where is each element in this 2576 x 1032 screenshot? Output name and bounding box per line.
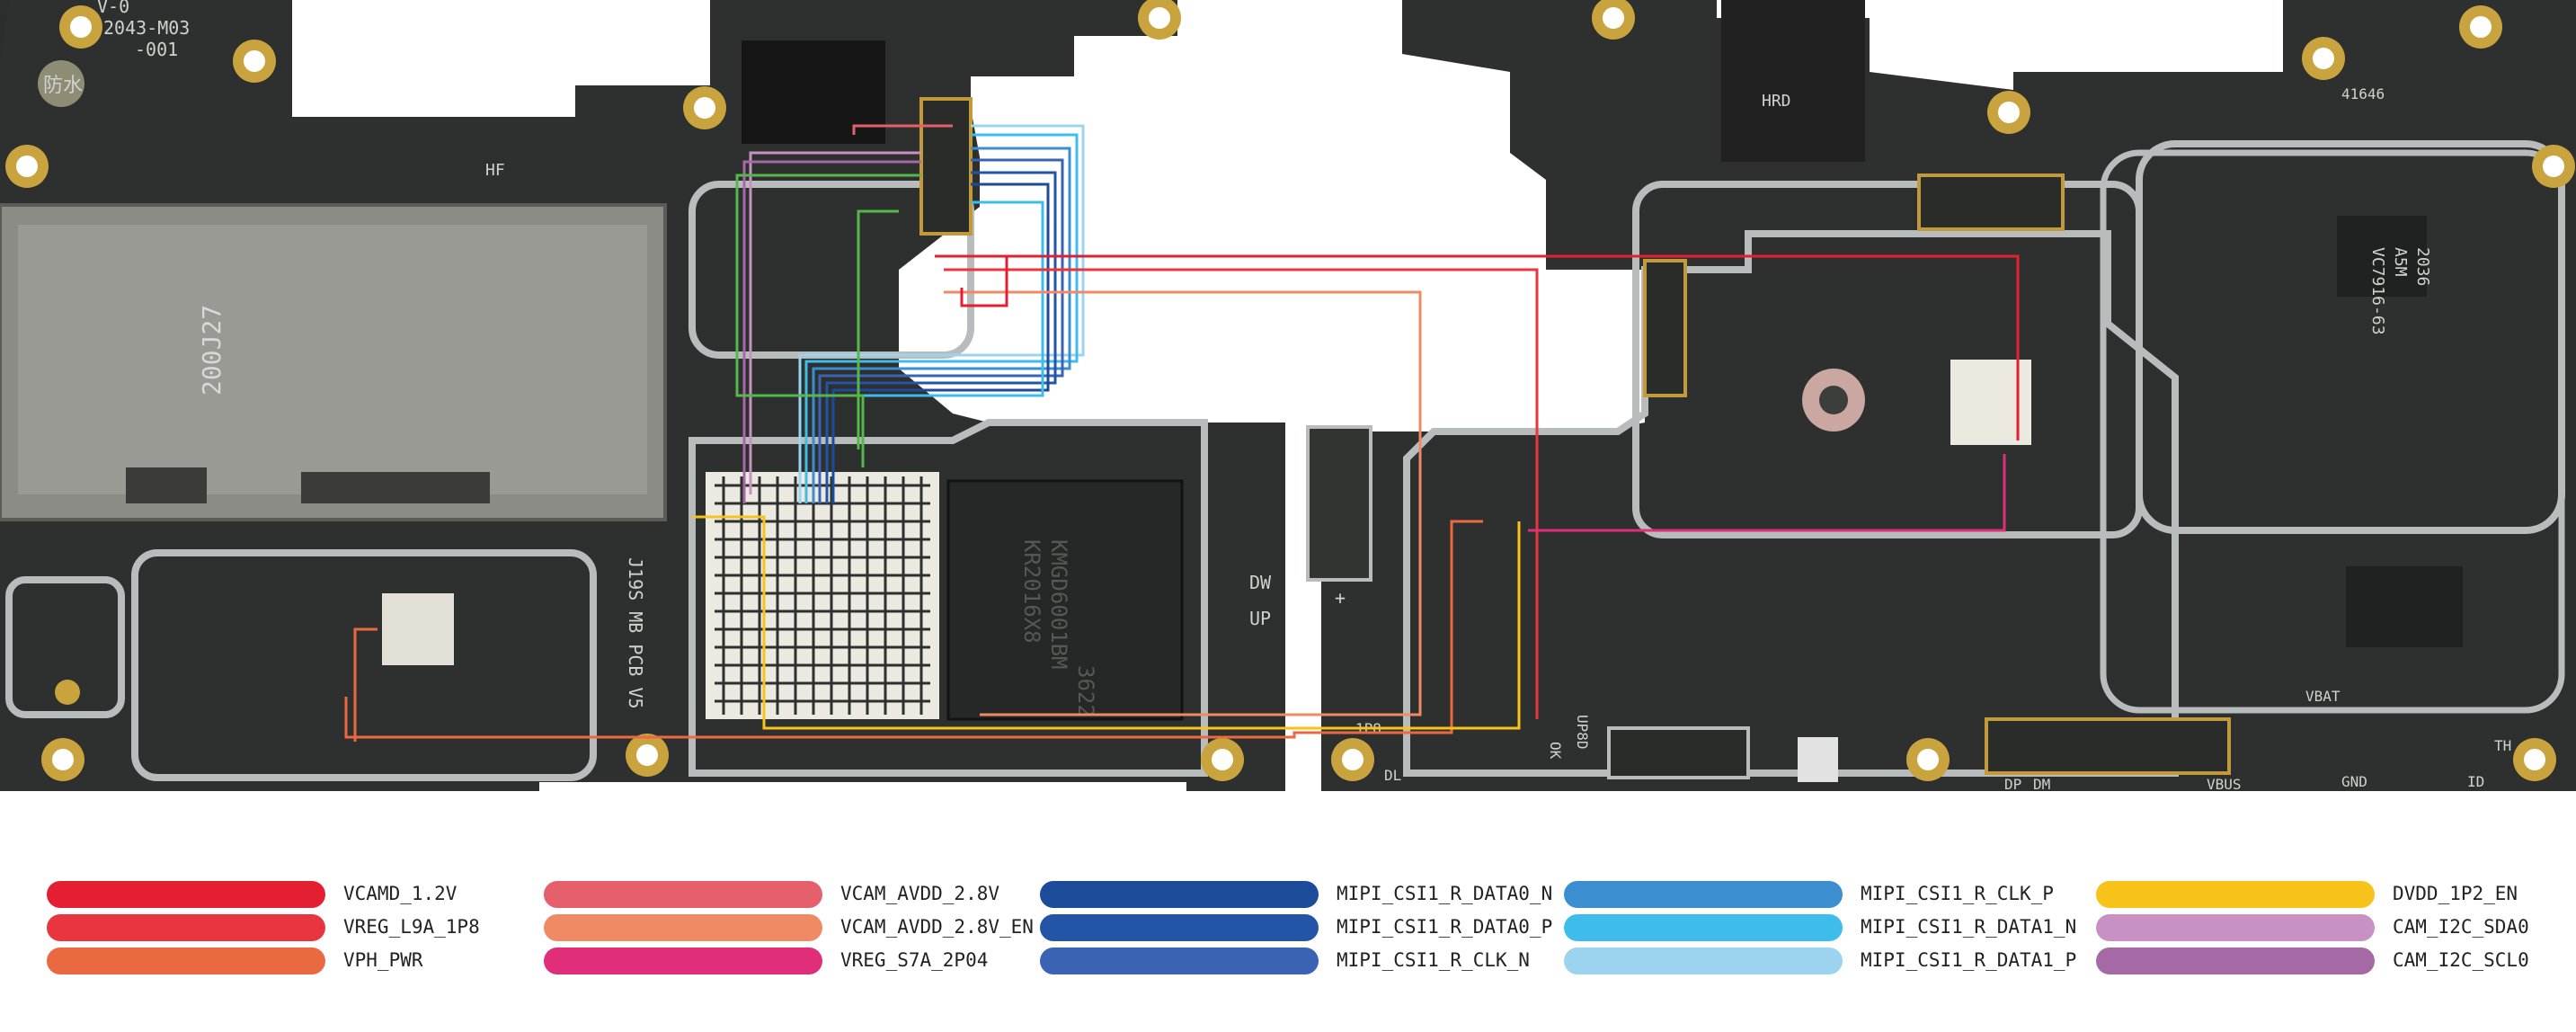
right-chip-line-1: VC7916-63 bbox=[2368, 247, 2387, 335]
memory-chip-line-2: KR2016X8 bbox=[1019, 539, 1044, 644]
right-label-gnd: GND bbox=[2341, 773, 2367, 790]
legend-swatch bbox=[1564, 947, 1843, 974]
legend-label: VREG_S7A_2P04 bbox=[840, 949, 989, 971]
signal-legend: VCAMD_1.2V VREG_L9A_1P8 VPH_PWR VCAM_AVD… bbox=[0, 863, 2576, 998]
memory-chip-line-1: KMGD6001BM bbox=[1046, 539, 1071, 670]
right-top-code: 41646 bbox=[2341, 85, 2385, 102]
legend-swatch bbox=[2096, 947, 2375, 974]
legend-label: DVDD_1P2_EN bbox=[2393, 883, 2518, 904]
legend-label: CAM_I2C_SCL0 bbox=[2393, 949, 2529, 971]
pcb-code: J19S MB PCB V5 bbox=[625, 557, 646, 709]
waterproof-mark: 防水 bbox=[43, 75, 83, 97]
soc-bga bbox=[706, 472, 939, 719]
legend-swatch bbox=[1564, 881, 1843, 908]
right-label-up8d: UP8D bbox=[1574, 715, 1591, 750]
trace-vcam-avdd bbox=[852, 124, 953, 135]
legend-label: VPH_PWR bbox=[343, 949, 423, 971]
legend-label: MIPI_CSI1_R_DATA1_N bbox=[1861, 916, 2077, 938]
trace-i2c-scl bbox=[742, 160, 921, 503]
legend-swatch bbox=[47, 947, 325, 974]
legend-swatch bbox=[47, 881, 325, 908]
legend-label: MIPI_CSI1_R_DATA0_N bbox=[1337, 883, 1553, 904]
trace-mipi-data1-n bbox=[804, 133, 1079, 503]
trace-vreg-s7a bbox=[1528, 454, 2006, 532]
side-label-up: UP bbox=[1249, 608, 1271, 629]
right-label-dl: DL bbox=[1384, 767, 1401, 784]
legend-label: VREG_L9A_1P8 bbox=[343, 916, 480, 938]
connector-mark: HRD bbox=[1762, 92, 1791, 111]
legend-swatch bbox=[544, 914, 822, 941]
legend-swatch bbox=[1564, 914, 1843, 941]
right-label-plus: + bbox=[1335, 587, 1346, 609]
sim-tray-code: 200J27 bbox=[197, 305, 227, 396]
legend-label: MIPI_CSI1_R_CLK_N bbox=[1337, 949, 1530, 971]
trace-mipi-clk-n bbox=[818, 158, 1064, 503]
camera-connector-right bbox=[1643, 259, 1687, 397]
trace-vph-pwr bbox=[344, 520, 1483, 739]
right-label-id: ID bbox=[2467, 773, 2484, 790]
camera-connector-left bbox=[919, 97, 973, 236]
left-top-mark-3: -001 bbox=[135, 39, 178, 60]
pcb-diagram: V-0 2043-M03 -001 防水 HF J19S MB PCB V5 2… bbox=[0, 0, 2576, 793]
trace-vcam-avdd-en bbox=[944, 290, 1422, 716]
hf-mark: HF bbox=[485, 161, 505, 180]
legend-swatch bbox=[47, 914, 325, 941]
side-label-dw: DW bbox=[1249, 572, 1272, 593]
legend-label: VCAMD_1.2V bbox=[343, 883, 457, 904]
right-label-dm: DM bbox=[2033, 776, 2050, 793]
right-label-th: TH bbox=[2494, 737, 2511, 754]
right-label-vbus: VBUS bbox=[2207, 776, 2242, 793]
trace-dvdd-en bbox=[692, 515, 1521, 730]
left-board bbox=[0, 0, 1285, 791]
left-top-mark-2: 2043-M03 bbox=[103, 17, 190, 39]
right-chip-line-2: A5M bbox=[2391, 247, 2410, 277]
legend-label: CAM_I2C_SDA0 bbox=[2393, 916, 2529, 938]
trace-vreg-l9a bbox=[944, 268, 1539, 719]
right-label-ok: OK bbox=[1547, 742, 1564, 760]
legend-label: VCAM_AVDD_2.8V bbox=[840, 883, 1000, 904]
legend-swatch bbox=[1040, 914, 1319, 941]
qr-code bbox=[1798, 737, 1838, 782]
legend-swatch bbox=[544, 947, 822, 974]
signal-traces bbox=[344, 124, 2020, 742]
legend-label: MIPI_CSI1_R_CLK_P bbox=[1861, 883, 2054, 904]
legend-swatch bbox=[1040, 947, 1319, 974]
right-chip-line-3: 2036 bbox=[2413, 247, 2432, 286]
trace-vcamd bbox=[935, 254, 2020, 440]
trace-mipi-data1-p bbox=[798, 124, 1085, 503]
legend-swatch bbox=[544, 881, 822, 908]
legend-swatch bbox=[1040, 881, 1319, 908]
memory-chip bbox=[946, 479, 1184, 721]
right-label-vbat: VBAT bbox=[2305, 688, 2341, 705]
left-top-mark-1: V-0 bbox=[97, 0, 129, 17]
legend-label: MIPI_CSI1_R_DATA0_P bbox=[1337, 916, 1553, 938]
right-board bbox=[1306, 0, 2576, 791]
trace-mipi-data0-p bbox=[825, 171, 1057, 503]
trace-mipi-data0-n bbox=[831, 182, 1050, 503]
legend-swatch bbox=[2096, 914, 2375, 941]
legend-label: MIPI_CSI1_R_DATA1_P bbox=[1861, 949, 2077, 971]
legend-swatch bbox=[2096, 881, 2375, 908]
memory-chip-line-3: 3622 bbox=[1073, 665, 1098, 717]
right-label-dp: DP bbox=[2004, 776, 2021, 793]
trace-mipi-clk-p bbox=[812, 147, 1071, 503]
legend-label: VCAM_AVDD_2.8V_EN bbox=[840, 916, 1034, 938]
trace-i2c-sda bbox=[749, 151, 921, 494]
